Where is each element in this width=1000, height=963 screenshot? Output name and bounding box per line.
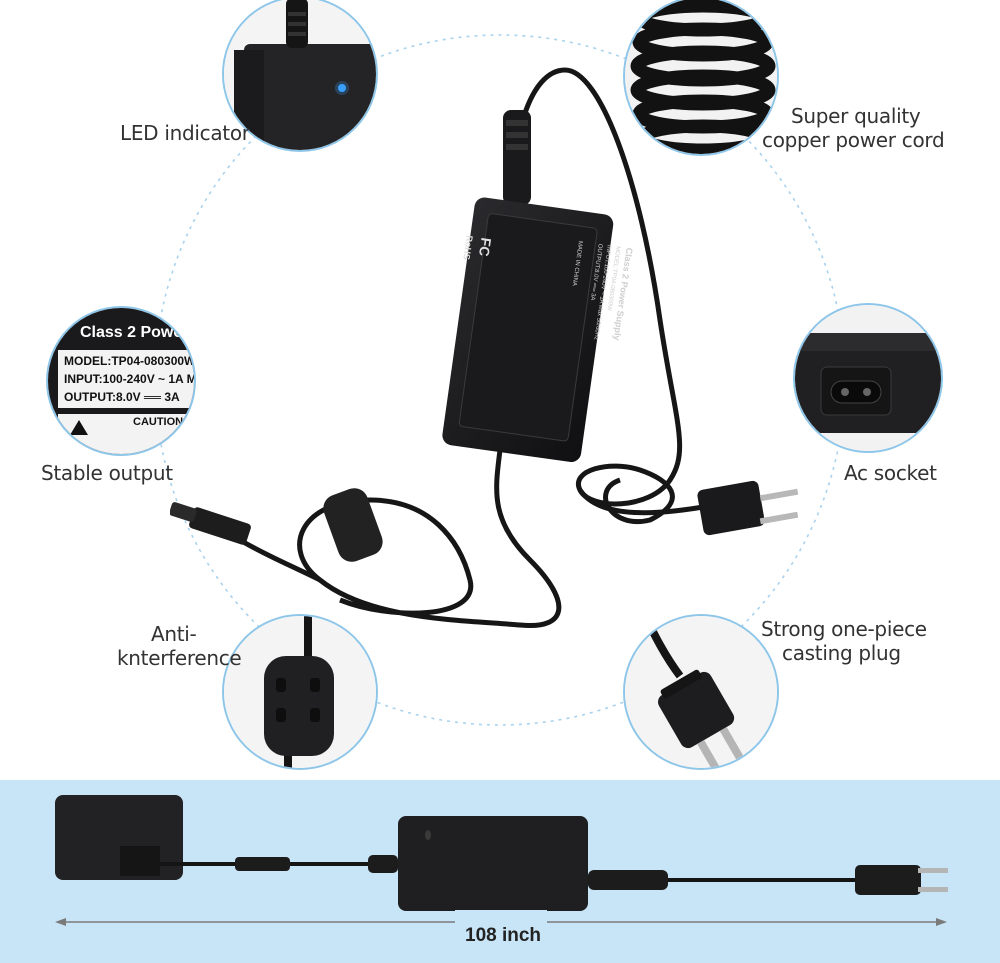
casting-plug-label-line1: Strong one-piece [761,617,927,641]
stable-output-label: Stable output [41,461,173,485]
socket-icon [830,380,882,404]
copper-cord-label-line2: copper power cord [762,128,945,152]
led-dot-icon [338,84,346,92]
label-closeup-title: Class 2 Powe [80,324,183,341]
adapter-label-fc: FC [476,236,495,258]
warning-triangle-icon [70,420,88,435]
casting-plug-closeup [623,614,779,770]
anti-interference-label-line1: Anti- [151,622,197,646]
ac-socket-closeup [793,303,943,453]
dimension-label-bg [455,910,547,936]
copper-cord-closeup [623,0,779,156]
stable-output-closeup: Class 2 Powe MODEL:TP04-080300W INPUT:10… [46,306,196,456]
adapter-label-rohs: RoHS [461,234,475,261]
led-indicator-label: LED indicator [120,121,250,145]
casting-plug-label-line2: casting plug [782,641,901,665]
power-adapter-image [170,67,799,629]
dimension-label: 108 inch [465,925,542,946]
full-length-image [55,795,948,926]
led-indicator-closeup [222,0,378,152]
label-closeup-model: MODEL:TP04-080300W [64,354,196,368]
ac-socket-label: Ac socket [844,461,937,485]
copper-cord-label-line1: Super quality [791,104,921,128]
plug-prong-icon [697,739,725,768]
label-closeup-input: INPUT:100-240V ~ 1A Ma [64,372,196,386]
dimension-arrow-right-icon [936,918,947,926]
label-closeup-output: OUTPUT:8.0V ══ 3A [64,390,180,404]
label-closeup-caution: CAUTION [133,416,184,428]
anti-interference-label-line2: knterference [117,646,242,670]
anti-interference-closeup [222,614,378,770]
dimension-arrow-left-icon [55,918,66,926]
